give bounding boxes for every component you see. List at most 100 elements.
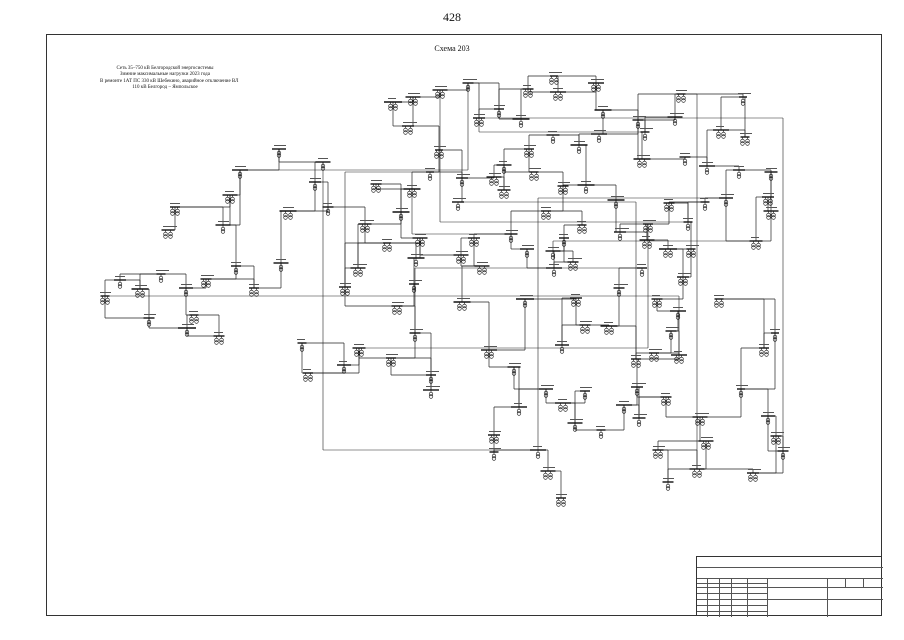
substation-node	[279, 207, 297, 220]
substation-node	[607, 196, 625, 209]
substation-node	[409, 280, 422, 293]
substation-node	[596, 426, 606, 439]
substation-node	[616, 401, 632, 414]
substation-node	[689, 465, 705, 478]
substation-node	[540, 467, 556, 480]
substation-node	[412, 234, 428, 247]
substation-node	[594, 106, 612, 119]
substation-node	[679, 153, 691, 166]
substation-node	[580, 387, 592, 400]
substation-node	[747, 469, 761, 482]
substation-node	[764, 168, 778, 181]
substation-node	[591, 130, 607, 143]
substation-node	[733, 166, 745, 179]
caption-line: Сеть 35–750 кВ Белгородской энергосистем…	[116, 66, 214, 71]
substation-node	[577, 221, 587, 234]
substation-node	[698, 437, 714, 450]
substation-node	[504, 230, 518, 243]
substation-node	[663, 199, 675, 212]
substation-node	[178, 324, 196, 337]
schematic-wires	[104, 75, 784, 498]
substation-node	[511, 403, 527, 416]
substation-node	[494, 105, 505, 118]
substation-node	[143, 314, 156, 327]
substation-node	[640, 128, 653, 141]
substation-node	[588, 79, 604, 92]
substation-node	[719, 194, 734, 207]
substation-node	[613, 284, 628, 297]
substation-node	[425, 168, 435, 181]
substation-node	[272, 145, 286, 158]
substation-node	[632, 116, 646, 129]
substation-node	[273, 259, 289, 272]
substation-node	[549, 72, 562, 85]
substation-node	[297, 339, 307, 352]
drawing-sheet-frame	[46, 34, 882, 616]
substation-node	[649, 349, 662, 362]
substation-node	[315, 158, 331, 171]
substation-node	[405, 93, 421, 106]
substation-node	[392, 208, 410, 221]
page-number: 428	[443, 10, 461, 24]
substation-node	[488, 431, 501, 444]
substation-node	[662, 478, 674, 491]
substation-node	[382, 239, 392, 252]
substation-node	[452, 198, 466, 211]
substation-node	[403, 185, 421, 198]
substation-node	[468, 234, 480, 247]
substation-node	[434, 146, 446, 159]
substation-node	[473, 114, 485, 127]
substation-node	[639, 236, 655, 249]
caption-line: В ремонте 1АТ ПС 330 кВ Шебекино, аварий…	[100, 78, 239, 84]
substation-node	[631, 383, 646, 396]
substation-node	[632, 414, 647, 427]
substation-node	[713, 126, 729, 139]
substation-node	[322, 203, 334, 216]
substation-node	[179, 284, 193, 297]
substation-node	[507, 363, 521, 376]
substation-node	[189, 311, 199, 324]
substation-node	[652, 446, 665, 459]
substation-node	[522, 85, 534, 98]
substation-node	[496, 161, 512, 174]
substation-node	[407, 254, 425, 267]
substation-node	[567, 419, 583, 432]
substation-node	[524, 145, 536, 158]
substation-node	[474, 262, 490, 275]
substation-node	[426, 371, 439, 384]
substation-node	[567, 258, 582, 271]
substation-node	[660, 393, 672, 406]
substation-node	[651, 295, 663, 308]
substation-node	[520, 245, 534, 258]
diagram-caption: Сеть 35–750 кВ Белгородской энергосистем…	[100, 66, 239, 92]
substation-node	[761, 412, 775, 425]
substation-node	[762, 193, 774, 206]
substation-node	[546, 131, 560, 144]
substation-node	[249, 284, 259, 297]
substation-node	[432, 86, 448, 99]
substation-node	[352, 344, 366, 357]
substation-node	[545, 247, 561, 260]
substation-node	[529, 168, 541, 181]
substation-node	[339, 283, 351, 296]
substation-node	[489, 448, 501, 461]
substation-node	[570, 294, 582, 307]
caption-line: Зимние максимальные нагрузки 2023 года	[120, 72, 210, 78]
substation-node	[667, 113, 684, 126]
substation-node	[763, 207, 779, 220]
substation-node	[577, 181, 595, 194]
substation-node	[559, 234, 569, 247]
substation-symbols	[100, 72, 790, 507]
substation-node	[453, 251, 469, 264]
substation-node	[556, 494, 567, 507]
substation-node	[550, 88, 566, 101]
substation-node	[570, 141, 588, 154]
substation-node	[736, 385, 748, 398]
substation-node	[770, 432, 784, 445]
substation-node	[631, 355, 641, 368]
substation-node	[456, 174, 470, 187]
substation-node	[665, 327, 679, 340]
substation-node	[579, 321, 592, 334]
substation-node	[497, 186, 511, 199]
substation-node	[161, 226, 177, 239]
